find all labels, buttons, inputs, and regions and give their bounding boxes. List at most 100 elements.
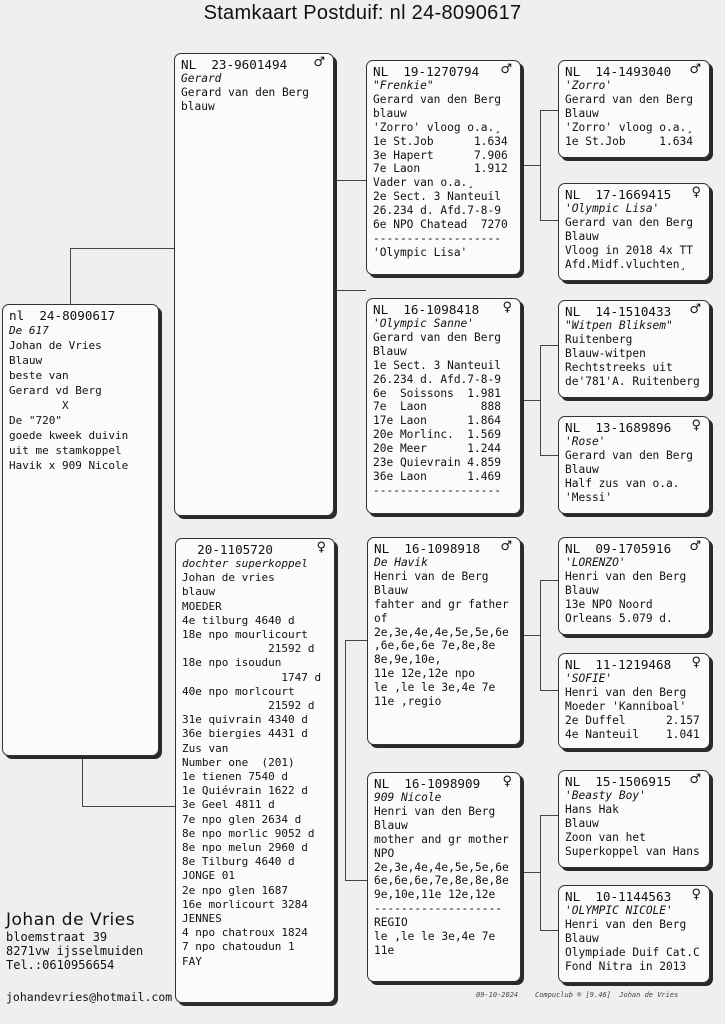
sex-symbol: ♂ bbox=[689, 772, 701, 787]
card-line: Blauw bbox=[565, 931, 599, 945]
card-line: 23e Quievrain 4.859 bbox=[373, 456, 501, 470]
sex-symbol: ♀ bbox=[691, 887, 701, 902]
sex-symbol: ♀ bbox=[502, 774, 512, 789]
card-line: Blauw bbox=[565, 229, 599, 243]
card-line: 7e npo glen 2634 d bbox=[182, 812, 302, 826]
pigeon-name: dochter superkoppel bbox=[182, 557, 308, 570]
card-line: blauw bbox=[373, 106, 407, 120]
card-line: le ,le le 3e,4e 7e bbox=[374, 681, 496, 695]
card-line: Afd.Midf.vluchten¸ bbox=[565, 257, 687, 271]
card-line: Rechtstreeks uit bbox=[565, 360, 673, 374]
card-line: blauw bbox=[182, 585, 216, 599]
card-line: 7 npo chatoudun 1 bbox=[182, 940, 295, 954]
pigeon-name: De Havik bbox=[374, 556, 428, 569]
card-line: le ,le le 3e,4e 7e bbox=[374, 930, 496, 944]
card-line: 1e Sect. 3 Nanteuil bbox=[373, 358, 501, 372]
card-line: REGIO bbox=[374, 916, 408, 930]
connector-line bbox=[540, 815, 542, 930]
card-line: 1747 d bbox=[182, 670, 322, 684]
connector-line bbox=[540, 345, 542, 455]
connector-line bbox=[520, 400, 540, 402]
card-line: 26.234 d. Afd.7-8-9 bbox=[373, 372, 501, 386]
card-line: 'Zorro' vloog o.a.¸ bbox=[565, 120, 693, 134]
owner-phone: Tel.:0610956654 bbox=[6, 958, 115, 972]
card-line: 6e NPO Chatead 7270 bbox=[373, 218, 508, 232]
pedigree-card-mmm: NL 10-1144563♀'OLYMPIC NICOLE'Henri van … bbox=[558, 885, 710, 983]
owner-email: johandevries@hotmail.com bbox=[6, 990, 173, 1004]
card-line: Vloog in 2018 4x TT bbox=[565, 243, 693, 257]
card-line: 11e bbox=[374, 943, 395, 957]
pigeon-name: 'SOFIE' bbox=[565, 672, 613, 685]
connector-line bbox=[520, 165, 540, 167]
card-line: Blauw-witpen bbox=[565, 346, 646, 360]
pigeon-name: 'Olympic Sanne' bbox=[373, 317, 475, 330]
card-line: beste van bbox=[9, 369, 69, 382]
card-line: Gerard van den Berg bbox=[565, 215, 693, 229]
ring-number: NL 13-1689896 bbox=[565, 420, 672, 435]
owner-street: bloemstraat 39 bbox=[6, 930, 108, 944]
connector-line bbox=[540, 455, 558, 457]
card-line: Blauw bbox=[565, 106, 599, 120]
card-line: 8e,9e,10e, bbox=[374, 653, 442, 667]
owner-block: Johan de Vries bloemstraat 39 8271vw ijs… bbox=[6, 910, 143, 972]
card-line: 2e,3e,4e,4e,5e,5e,6e bbox=[374, 860, 509, 874]
card-line: 17e Laon 1.864 bbox=[373, 414, 501, 428]
card-line: Superkoppel van Hans bbox=[565, 844, 700, 858]
sex-symbol: ♂ bbox=[689, 539, 701, 554]
card-line: JENNES bbox=[182, 912, 222, 926]
print-footer: 09-10-2024 Compuclub ® [9.46] Johan de V… bbox=[476, 991, 679, 999]
sex-symbol: ♂ bbox=[500, 539, 512, 554]
page-title: Stamkaart Postduif: nl 24-8090617 bbox=[203, 2, 522, 24]
pigeon-name: 'Olympic Lisa' bbox=[565, 202, 660, 215]
card-line: ------------------- bbox=[373, 231, 501, 245]
ring-number: NL 16-1098909 bbox=[374, 776, 481, 791]
card-line: 'Messi' bbox=[565, 490, 613, 504]
connector-line bbox=[540, 580, 558, 582]
pigeon-name: "Witpen Bliksem" bbox=[565, 319, 673, 332]
pigeon-name: De 617 bbox=[9, 324, 49, 337]
connector-line bbox=[540, 930, 558, 932]
card-line: Hans Hak bbox=[565, 802, 619, 816]
card-line: 36e Laon 1.469 bbox=[373, 469, 501, 483]
card-line: 2e Duffel 2.157 bbox=[565, 713, 700, 727]
card-line: ,6e,6e,6e 7e,8e,8e bbox=[374, 639, 496, 653]
pigeon-name: 'LORENZO' bbox=[565, 556, 626, 569]
card-line: Zoon van het bbox=[565, 830, 646, 844]
card-line: Blauw bbox=[9, 354, 43, 367]
sex-symbol: ♂ bbox=[689, 62, 701, 77]
connector-line bbox=[70, 248, 72, 304]
pigeon-name: "Frenkie" bbox=[373, 79, 434, 92]
card-line: 36e biergies 4431 d bbox=[182, 727, 308, 741]
pedigree-card-fmf: NL 14-1510433♂"Witpen Bliksem"Ruitenberg… bbox=[558, 300, 710, 398]
card-line: mother and gr mother bbox=[374, 832, 509, 846]
card-line: JONGE 01 bbox=[182, 869, 235, 883]
card-line: 18e npo isoudun bbox=[182, 656, 282, 670]
owner-city: 8271vw ijsselmuiden bbox=[6, 944, 144, 958]
card-line: 4 npo chatroux 1824 bbox=[182, 926, 308, 940]
ring-number: NL 16-1098418 bbox=[373, 302, 480, 317]
card-line: Henri van den Berg bbox=[565, 917, 687, 931]
card-line: 8e npo morlic 9052 d bbox=[182, 826, 315, 840]
card-line: 9e,10e,11e 12e,12e bbox=[374, 888, 496, 902]
ring-number: 20-1105720 bbox=[182, 542, 273, 557]
card-line: 8e npo melun 2960 d bbox=[182, 841, 308, 855]
owner-name: Johan de Vries bbox=[6, 910, 136, 930]
card-line: Zus van bbox=[182, 741, 229, 755]
card-line: Johan de Vries bbox=[9, 339, 102, 352]
pedigree-card-ffm: NL 17-1669415♀'Olympic Lisa'Gerard van d… bbox=[558, 183, 710, 281]
card-line: Blauw bbox=[374, 818, 408, 832]
card-line: Blauw bbox=[373, 344, 407, 358]
pigeon-name: 'Zorro' bbox=[565, 79, 613, 92]
ring-number: NL 17-1669415 bbox=[565, 187, 672, 202]
card-line: ------------------- bbox=[373, 483, 501, 497]
card-line: Ruitenberg bbox=[565, 332, 633, 346]
card-line: 16e morlicourt 3284 bbox=[182, 897, 308, 911]
card-line: 3e Geel 4811 d bbox=[182, 798, 275, 812]
sex-symbol: ♀ bbox=[691, 655, 701, 670]
connector-line bbox=[540, 220, 558, 222]
pedigree-card-fff: NL 14-1493040♂'Zorro'Gerard van den Berg… bbox=[558, 60, 710, 158]
ring-number: NL 15-1506915 bbox=[565, 774, 672, 789]
